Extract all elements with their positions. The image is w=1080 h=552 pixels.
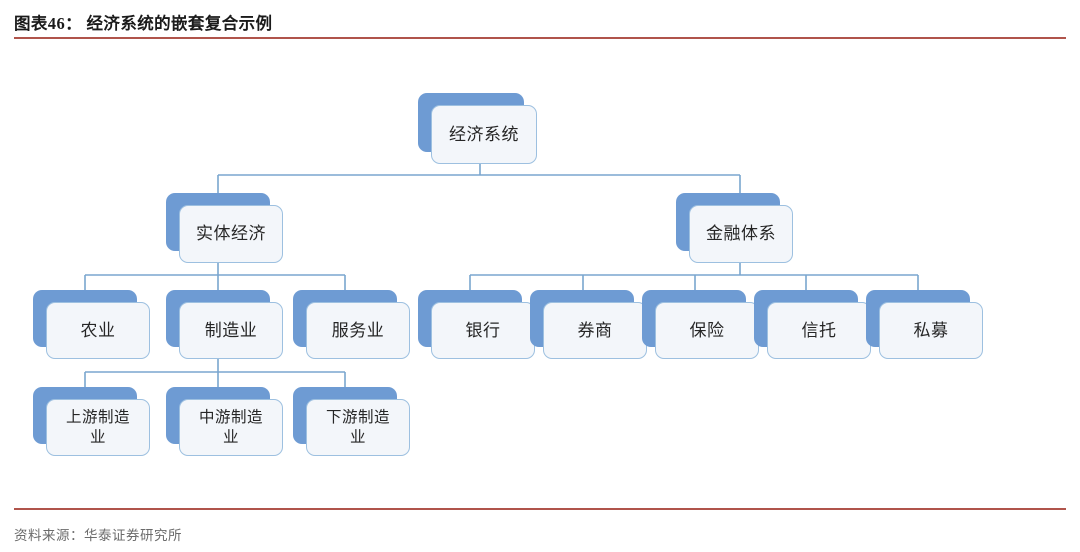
- node-services[interactable]: 服务业: [293, 290, 410, 359]
- node-label: 经济系统: [449, 124, 519, 144]
- node-insurance[interactable]: 保险: [642, 290, 759, 359]
- node-card: 制造业: [179, 302, 283, 359]
- node-card: 券商: [543, 302, 647, 359]
- org-chart-diagram: 经济系统 实体经济 金融体系 农业 制造业 服务业: [0, 45, 1080, 505]
- node-financial-system[interactable]: 金融体系: [676, 193, 793, 263]
- node-real-economy[interactable]: 实体经济: [166, 193, 283, 263]
- node-card: 服务业: [306, 302, 410, 359]
- node-label: 中游制造 业: [198, 408, 263, 446]
- page-title: 图表46： 经济系统的嵌套复合示例: [14, 14, 273, 33]
- node-card: 中游制造 业: [179, 399, 283, 456]
- node-manufacturing[interactable]: 制造业: [166, 290, 283, 359]
- node-card: 经济系统: [431, 105, 537, 164]
- source-note: 资料来源：华泰证券研究所: [14, 528, 182, 543]
- node-card: 下游制造 业: [306, 399, 410, 456]
- node-label: 农业: [80, 320, 116, 340]
- node-trust[interactable]: 信托: [754, 290, 871, 359]
- node-label: 保险: [689, 320, 725, 340]
- node-card: 金融体系: [689, 205, 793, 263]
- node-label: 上游制造 业: [65, 408, 130, 446]
- node-bank[interactable]: 银行: [418, 290, 535, 359]
- node-broker[interactable]: 券商: [530, 290, 647, 359]
- node-economy[interactable]: 经济系统: [418, 93, 537, 164]
- node-card: 上游制造 业: [46, 399, 150, 456]
- node-label: 私募: [913, 320, 949, 340]
- node-label: 信托: [801, 320, 837, 340]
- node-upstream-manufacturing[interactable]: 上游制造 业: [33, 387, 150, 456]
- node-label: 券商: [577, 320, 613, 340]
- node-label: 下游制造 业: [325, 408, 390, 446]
- node-card: 信托: [767, 302, 871, 359]
- node-agriculture[interactable]: 农业: [33, 290, 150, 359]
- node-label: 金融体系: [706, 224, 776, 244]
- node-label: 实体经济: [196, 224, 266, 244]
- node-label: 银行: [465, 320, 501, 340]
- title-divider: [14, 37, 1066, 39]
- node-card: 保险: [655, 302, 759, 359]
- node-card: 私募: [879, 302, 983, 359]
- footer-divider: [14, 508, 1066, 510]
- node-label: 制造业: [204, 320, 258, 340]
- node-card: 农业: [46, 302, 150, 359]
- node-label: 服务业: [331, 320, 385, 340]
- node-midstream-manufacturing[interactable]: 中游制造 业: [166, 387, 283, 456]
- connector-lines: [84, 164, 919, 387]
- node-card: 实体经济: [179, 205, 283, 263]
- node-card: 银行: [431, 302, 535, 359]
- node-downstream-manufacturing[interactable]: 下游制造 业: [293, 387, 410, 456]
- node-private-fund[interactable]: 私募: [866, 290, 983, 359]
